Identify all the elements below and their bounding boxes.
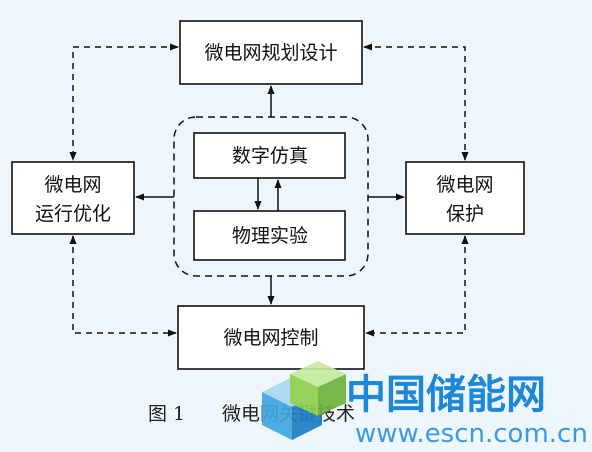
simulation-label: 数字仿真 — [232, 145, 308, 167]
experiment-box — [193, 210, 346, 261]
watermark-brand: 中国储能网 — [346, 372, 546, 418]
planning-label: 微电网规划设计 — [204, 42, 337, 64]
operation-label-line1: 微电网 — [44, 174, 101, 196]
dashed-link-planning-protection — [363, 43, 469, 161]
dashed-link-planning-operation — [69, 43, 179, 161]
control-box — [177, 305, 365, 370]
operation-label-line2: 运行优化 — [35, 203, 111, 225]
protection-label-line1: 微电网 — [436, 174, 493, 196]
protection-box — [405, 161, 525, 235]
planning-box — [179, 20, 363, 85]
simulation-box — [193, 132, 346, 179]
watermark-cube-logo-icon — [262, 361, 346, 440]
experiment-label: 物理实验 — [232, 225, 308, 247]
dashed-link-protection-control — [365, 235, 469, 337]
watermark-url: www.escn.com.cn — [355, 419, 588, 449]
operation-box — [11, 161, 135, 235]
figure-caption-label: 图 1 — [148, 403, 185, 425]
protection-label-line2: 保护 — [446, 203, 484, 225]
control-label: 微电网控制 — [223, 327, 318, 349]
dashed-link-operation-control — [69, 235, 177, 337]
